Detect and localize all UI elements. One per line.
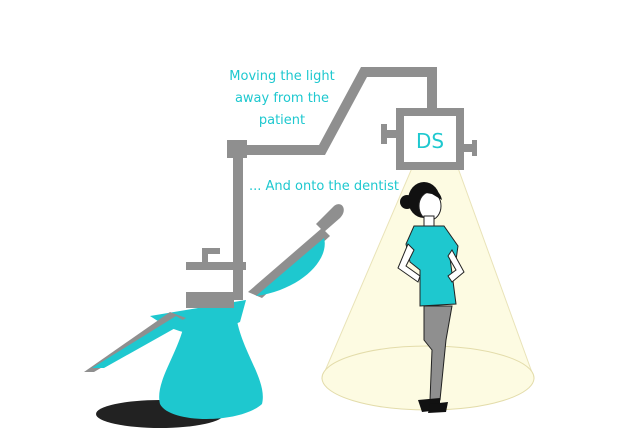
chair-headrest [316,204,344,232]
leg-rest-cushion [92,316,186,368]
chair-backrest [248,228,330,298]
backrest-cushion [256,238,325,296]
dentist-figure [397,182,465,413]
seat-frame [186,292,234,308]
dental-chair [84,204,344,419]
light-caption: Moving the light away from the patient [229,69,335,128]
dentist-caption: ... And onto the dentist [249,179,399,194]
lamp-arm [233,67,437,300]
instrument-tray [186,262,246,270]
lamp-head: DS [381,108,477,170]
chair-base [159,314,263,419]
lamp-label: DS [416,129,444,153]
arm-joint [227,140,247,158]
